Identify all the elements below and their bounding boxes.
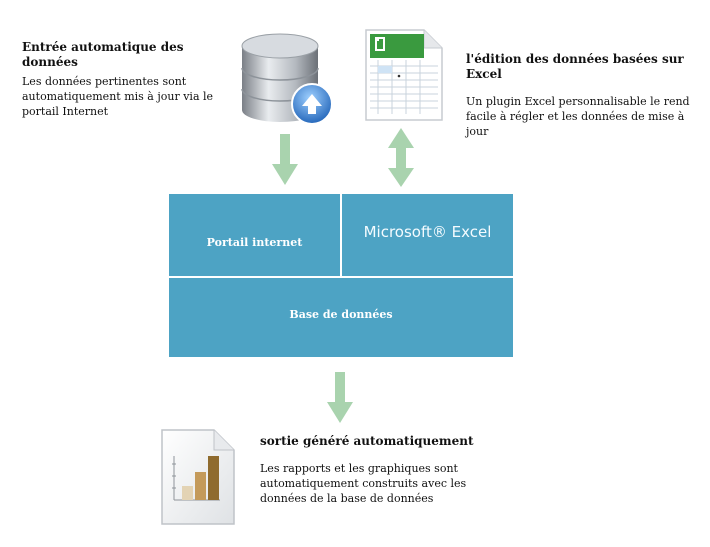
excel-sheet-icon xyxy=(362,26,448,124)
database-box: Base de données xyxy=(169,278,513,357)
auto-entry-title: Entrée automatique des données xyxy=(22,40,184,69)
excel-box: Microsoft® Excel xyxy=(342,194,513,276)
portal-label: Portail internet xyxy=(206,235,303,249)
auto-entry-block: Entrée automatique des données Les donné… xyxy=(22,40,242,119)
auto-entry-desc: Les données pertinentes sont automatique… xyxy=(22,75,214,118)
bar-chart-document-icon xyxy=(158,428,238,528)
excel-edit-block: l'édition des données basées sur Excel U… xyxy=(466,52,706,139)
excel-edit-desc: Un plugin Excel personnalisable le rend … xyxy=(466,95,690,138)
excel-label: Microsoft® Excel xyxy=(363,223,492,241)
arrow-down-to-output xyxy=(326,372,354,424)
database-label: Base de données xyxy=(289,308,393,321)
excel-edit-title: l'édition des données basées sur Excel xyxy=(466,52,684,81)
output-desc: Les rapports et les graphiques sont auto… xyxy=(260,462,467,505)
arrow-down-to-portal xyxy=(271,134,299,186)
database-upload-icon xyxy=(236,28,336,128)
output-block: sortie généré automatiquement Les rappor… xyxy=(260,434,500,506)
output-title: sortie généré automatiquement xyxy=(260,434,474,448)
arrow-double-excel xyxy=(387,128,415,188)
portal-box: Portail internet xyxy=(169,194,340,276)
